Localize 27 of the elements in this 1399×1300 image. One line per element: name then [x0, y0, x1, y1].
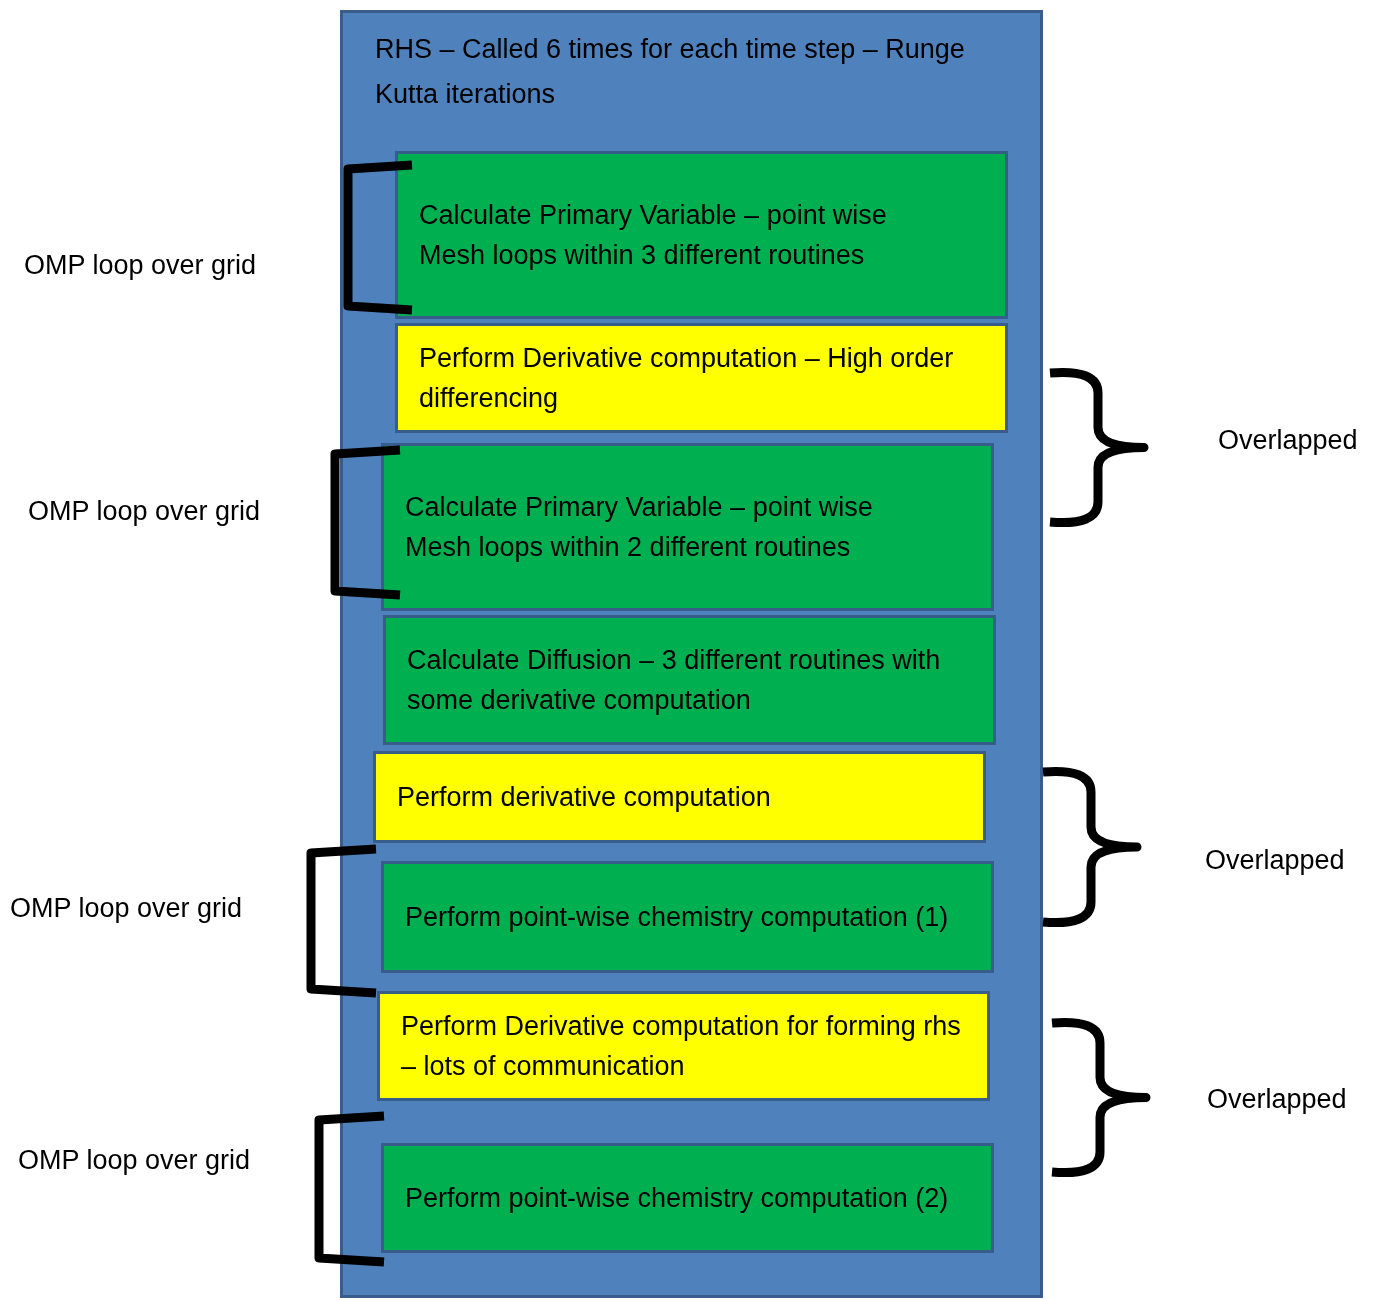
box-text: Calculate Diffusion – 3 different routines with some derivative computation [407, 644, 942, 717]
process-box [383, 615, 996, 745]
side-note: OMP loop over grid [24, 249, 257, 282]
side-note: OMP loop over grid [10, 892, 243, 925]
box-text: Calculate Primary Variable – point wise [405, 491, 874, 524]
box-text: Mesh loops within 3 different routines [419, 239, 866, 272]
process-box [381, 861, 994, 973]
process-box [377, 991, 990, 1101]
side-note: Overlapped [1205, 844, 1345, 877]
box-text: Perform Derivative computation for forming rhs – lots of communication [401, 1010, 962, 1083]
box-text: Perform Derivative computation – High order differencing [419, 342, 955, 415]
process-box [381, 443, 994, 611]
container-panel [340, 10, 1043, 1298]
panel-title: RHS – Called 6 times for each time step – Runge Kutta iterations [375, 33, 966, 111]
box-text: Calculate Primary Variable – point wise [419, 199, 888, 232]
side-note: Overlapped [1207, 1083, 1347, 1116]
box-text: Perform derivative computation [397, 781, 772, 814]
side-note: Overlapped [1218, 424, 1358, 457]
box-text: Perform point-wise chemistry computation (2) [405, 1182, 950, 1215]
side-note: OMP loop over grid [28, 495, 261, 528]
process-box [395, 151, 1008, 319]
process-box [381, 1143, 994, 1253]
box-text: Perform point-wise chemistry computation (1) [405, 901, 950, 934]
process-box [373, 751, 986, 843]
box-text: Mesh loops within 2 different routines [405, 531, 852, 564]
side-note: OMP loop over grid [18, 1144, 251, 1177]
process-box [395, 323, 1008, 433]
